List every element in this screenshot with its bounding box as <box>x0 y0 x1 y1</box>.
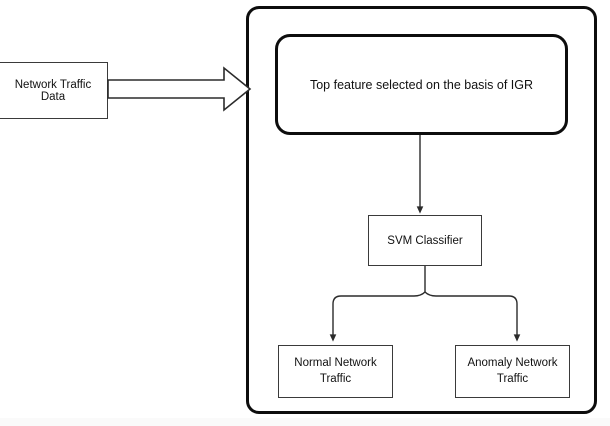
node-normal-network-traffic-label: Normal Network Traffic <box>289 356 381 387</box>
node-anomaly-line-2: Traffic <box>496 372 529 385</box>
node-normal-network-traffic: Normal Network Traffic <box>278 345 393 398</box>
node-anomaly-network-traffic-label: Anomaly Network Traffic <box>462 356 562 387</box>
node-svm-classifier-label: SVM Classifier <box>387 234 463 247</box>
node-normal-line-2: Traffic <box>319 372 352 385</box>
node-svm-classifier: SVM Classifier <box>368 215 482 266</box>
node-network-traffic-data-label: Network Traffic Data <box>14 78 92 103</box>
bottom-edge-strip <box>0 418 610 426</box>
edge-input-to-container <box>107 66 252 112</box>
node-top-feature-igr-label: Top feature selected on the basis of IGR <box>309 77 534 92</box>
node-anomaly-network-traffic: Anomaly Network Traffic <box>455 345 570 398</box>
node-anomaly-line-1: Anomaly Network <box>467 356 558 369</box>
node-top-feature-igr: Top feature selected on the basis of IGR <box>275 34 568 135</box>
node-normal-line-1: Normal Network <box>294 356 377 369</box>
node-network-traffic-data: Network Traffic Data <box>0 62 108 119</box>
